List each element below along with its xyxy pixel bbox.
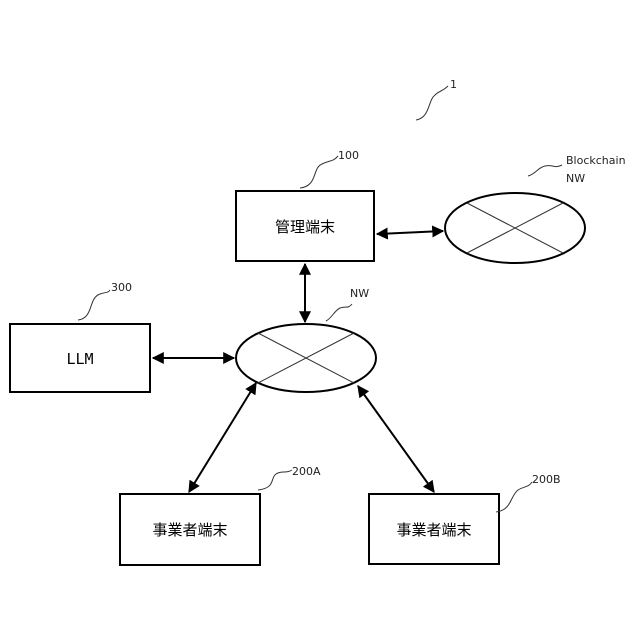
business-terminal-b-ref-leader bbox=[496, 482, 532, 512]
management-terminal-label: 管理端末 bbox=[275, 218, 335, 236]
system-ref-leader bbox=[416, 86, 448, 120]
link-management-blockchain bbox=[377, 231, 443, 234]
llm-ref-leader bbox=[78, 290, 110, 320]
llm-label: LLM bbox=[66, 350, 93, 368]
business-terminal-a-ref: 200A bbox=[292, 465, 321, 478]
management-terminal-ref-leader bbox=[300, 156, 338, 188]
business-terminal-b-label: 事業者端末 bbox=[396, 521, 471, 539]
business-terminal-a-label: 事業者端末 bbox=[152, 521, 227, 539]
business-terminal-a-ref-leader bbox=[258, 470, 292, 490]
network-ref-leader bbox=[326, 304, 352, 321]
network-label: NW bbox=[350, 287, 369, 300]
system-ref-label: 1 bbox=[450, 78, 457, 91]
llm-ref: 300 bbox=[111, 281, 132, 294]
link-network-business-b bbox=[358, 386, 434, 492]
link-network-business-a bbox=[189, 383, 256, 492]
blockchain-ref-leader bbox=[528, 165, 562, 176]
business-terminal-b-ref: 200B bbox=[532, 473, 561, 486]
blockchain-label-line1: Blockchain bbox=[566, 154, 626, 167]
management-terminal-ref: 100 bbox=[338, 149, 359, 162]
blockchain-label-line2: NW bbox=[566, 172, 585, 185]
